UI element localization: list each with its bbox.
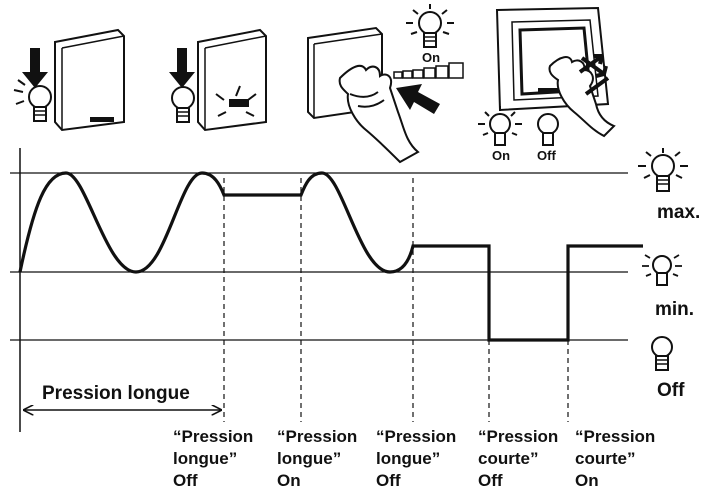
- bulb-on-icon: [406, 4, 454, 48]
- event-caption-line1: “Pression: [173, 427, 254, 446]
- event-caption-line1: “Pression: [277, 427, 358, 446]
- duration-annotation: Pression longue: [42, 383, 190, 404]
- bulb-off-icon: [171, 86, 195, 123]
- rotary-dimmer-switch: [197, 28, 267, 132]
- bulb-off-icon: [13, 79, 52, 122]
- event-markers: [223, 178, 569, 422]
- brightness-curve: [18, 171, 643, 342]
- level-label-min: min.: [655, 299, 695, 320]
- indicator-glow-icon: [215, 85, 257, 117]
- event-caption-line1: “Pression: [376, 427, 457, 446]
- event-caption-2: “Pression longue” On: [277, 426, 357, 492]
- event-caption-3: “Pression longue” Off: [376, 426, 456, 492]
- event-caption-line2: longue”: [173, 449, 238, 468]
- step3-on-label: On: [422, 50, 441, 65]
- event-caption-line1: “Pression: [478, 427, 559, 446]
- hand-icon: [338, 64, 420, 164]
- event-caption-1: “Pression longue” Off: [173, 426, 253, 492]
- step2-illustration: [169, 28, 267, 132]
- event-caption-state: Off: [173, 471, 198, 490]
- brightness-level-bar: [393, 62, 464, 79]
- step3-illustration: [307, 4, 464, 164]
- event-caption-state: On: [575, 471, 599, 490]
- step4-off-label: Off: [537, 148, 556, 163]
- level-label-off: Off: [657, 380, 685, 401]
- event-caption-state: On: [277, 471, 301, 490]
- rotary-dimmer-switch: [54, 28, 125, 132]
- event-caption-line2: courte”: [478, 449, 539, 468]
- event-caption-line1: “Pression: [575, 427, 656, 446]
- event-caption-4: “Pression courte” Off: [478, 426, 558, 492]
- bulb-max-icon: [638, 148, 688, 192]
- level-label-max: max.: [657, 202, 701, 223]
- bulb-off-level-icon: [651, 336, 673, 371]
- event-caption-state: Off: [376, 471, 401, 490]
- event-caption-line2: longue”: [376, 449, 441, 468]
- down-arrow-icon: [22, 48, 48, 88]
- hand-icon: [548, 56, 616, 138]
- event-caption-line2: courte”: [575, 449, 636, 468]
- bulb-off-icon: [537, 113, 559, 146]
- step4-on-label: On: [492, 148, 511, 163]
- step1-illustration: [13, 28, 125, 132]
- event-caption-state: Off: [478, 471, 503, 490]
- event-caption-5: “Pression courte” On: [575, 426, 655, 492]
- event-caption-line2: longue”: [277, 449, 342, 468]
- bulb-min-icon: [642, 254, 682, 286]
- push-arrow-icon: [396, 84, 440, 114]
- down-arrow-icon: [169, 48, 195, 88]
- step4-illustration: [478, 6, 616, 146]
- bulb-on-icon: [478, 106, 522, 146]
